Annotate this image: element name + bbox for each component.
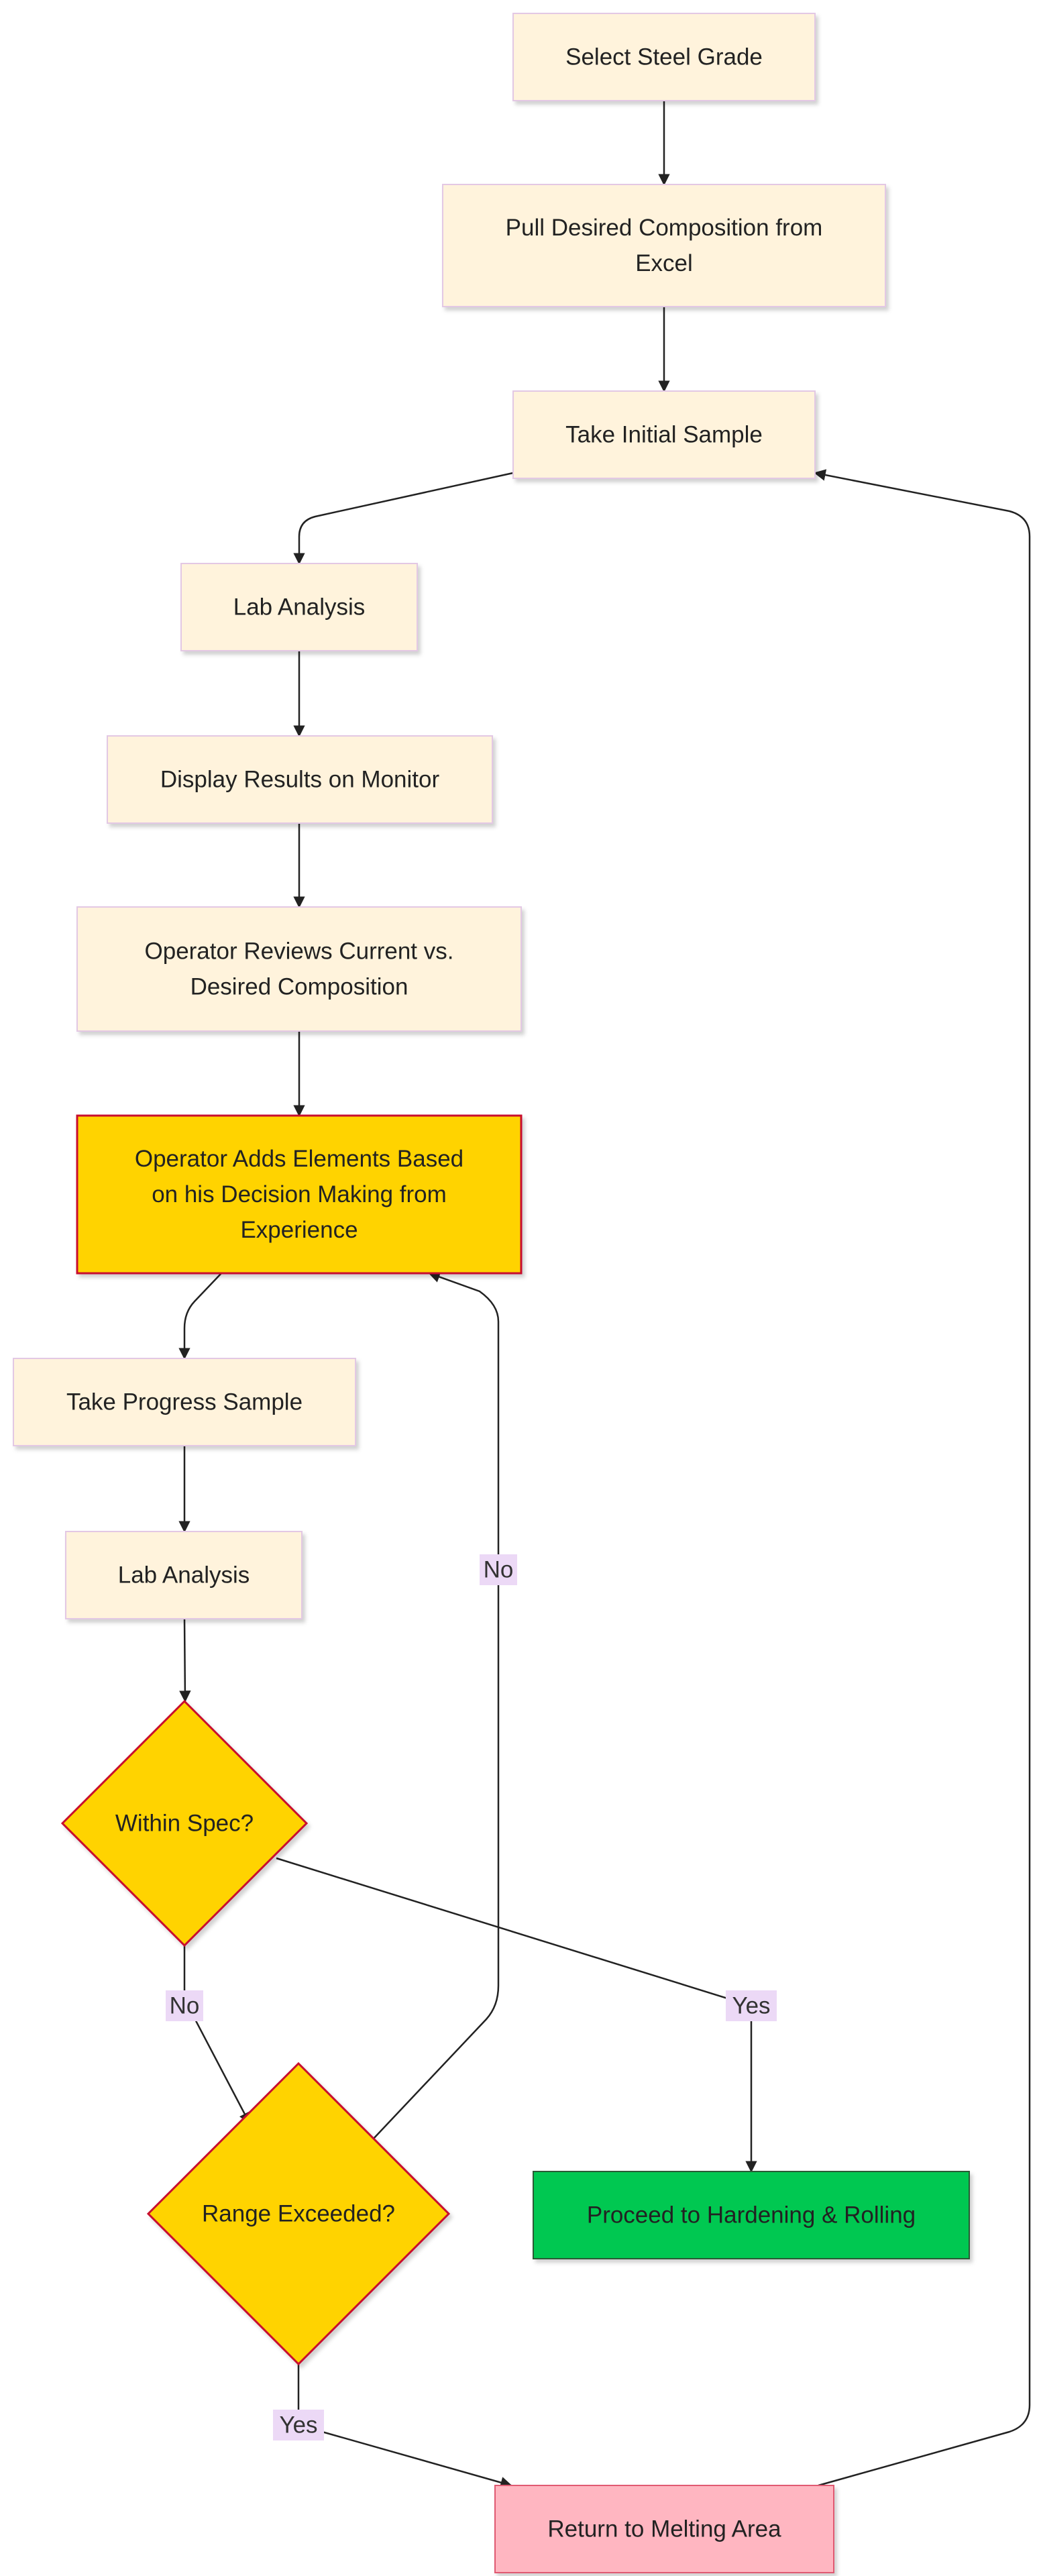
node-label: Range Exceeded?: [202, 2201, 395, 2227]
node-lab-analysis-2: Lab Analysis: [65, 1531, 303, 1619]
edge-initial_sample-to-lab_analysis_1: [293, 472, 514, 565]
node-box: [107, 735, 493, 824]
node-label: Desired Composition: [190, 974, 408, 1000]
node-proceed: Proceed to Hardening & Rolling: [533, 2171, 970, 2259]
node-label: Return to Melting Area: [547, 2516, 781, 2542]
edge-return_melting-to-initial_sample: [814, 469, 1031, 2487]
node-box: [180, 563, 418, 651]
edge-label-text: Yes: [732, 1993, 770, 2019]
edge-label-no-range_exceeded: No: [480, 1554, 517, 1585]
node-label: Operator Adds Elements Based: [135, 1146, 463, 1172]
edge-label-text: No: [170, 1993, 200, 2019]
node-operator-reviews: Operator Reviews Current vs. Desired Comp…: [76, 906, 522, 1032]
node-label: Excel: [635, 250, 693, 276]
node-range-exceeded: Range Exceeded?: [146, 2061, 451, 2366]
node-label: Lab Analysis: [233, 594, 366, 621]
node-progress-sample: Take Progress Sample: [13, 1358, 356, 1446]
edge-label-background: [273, 2410, 324, 2440]
node-label: Take Initial Sample: [565, 422, 763, 448]
node-label: Within Spec?: [115, 1811, 254, 1837]
edge-label-background: [480, 1554, 517, 1585]
node-box: [512, 390, 816, 479]
node-label: Experience: [240, 1217, 358, 1243]
edge-label-no-within_spec: No: [166, 1990, 203, 2021]
edges-layer: [178, 101, 1031, 2489]
edge-range_exceeded-to-return_melting: [297, 2364, 512, 2489]
node-operator-adds: Operator Adds Elements Based on his Decis…: [76, 1114, 523, 1275]
node-box: [76, 906, 522, 1032]
node-box: [442, 184, 886, 307]
node-label: on his Decision Making from: [152, 1181, 447, 1208]
node-label: Proceed to Hardening & Rolling: [587, 2202, 916, 2229]
node-label: Pull Desired Composition from: [506, 215, 823, 241]
edge-label-text: No: [484, 1557, 514, 1583]
node-return-melting: Return to Melting Area: [494, 2485, 834, 2573]
edge-label-background: [726, 1990, 777, 2021]
node-box: [65, 1531, 303, 1619]
edge-label-yes-range_exceeded: Yes: [273, 2410, 324, 2440]
decision-diamond: [60, 1699, 309, 1947]
node-lab-analysis-1: Lab Analysis: [180, 563, 418, 651]
node-initial-sample: Take Initial Sample: [512, 390, 816, 479]
node-label: Operator Reviews Current vs.: [145, 938, 454, 965]
node-box: [512, 13, 816, 101]
node-within-spec: Within Spec?: [60, 1699, 309, 1947]
node-label: Take Progress Sample: [66, 1389, 303, 1415]
edge-range_exceeded-to-operator_adds: [372, 1271, 500, 2141]
edge-label-yes-within_spec: Yes: [726, 1990, 777, 2021]
node-label: Select Steel Grade: [565, 44, 763, 70]
node-select-grade: Select Steel Grade: [512, 13, 816, 101]
node-box: [533, 2171, 970, 2259]
node-box: [76, 1114, 523, 1275]
decision-diamond: [146, 2061, 451, 2366]
edge-operator_adds-to-progress_sample: [178, 1273, 222, 1360]
node-display-results: Display Results on Monitor: [107, 735, 493, 824]
edge-label-background: [166, 1990, 203, 2021]
node-box: [494, 2485, 834, 2573]
edge-label-text: Yes: [279, 2412, 317, 2438]
node-box: [13, 1358, 356, 1446]
edge-lab_analysis_2-to-within_spec: [179, 1618, 191, 1703]
node-label: Lab Analysis: [118, 1562, 250, 1589]
node-label: Display Results on Monitor: [160, 767, 440, 793]
edge-within_spec-to-range_exceeded: [183, 1945, 251, 2125]
